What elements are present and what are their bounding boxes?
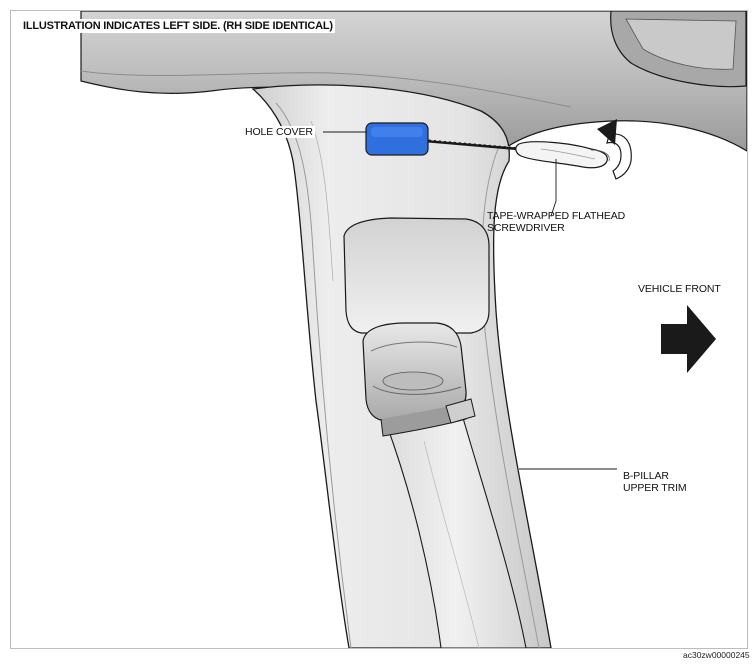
label-screwdriver: TAPE-WRAPPED FLATHEAD SCREWDRIVER (487, 210, 625, 234)
leader-lines (323, 131, 617, 470)
figure-code: ac30zw00000245 (683, 650, 750, 660)
arrow-right-icon (661, 305, 716, 373)
label-vehicle-front: VEHICLE FRONT (638, 283, 721, 295)
screwdriver-icon (427, 139, 610, 169)
illustration (80, 11, 747, 648)
illustration-caption: ILLUSTRATION INDICATES LEFT SIDE. (RH SI… (21, 19, 335, 33)
roof-headliner (80, 11, 747, 152)
belt-anchor (362, 322, 476, 437)
label-screwdriver-line1: TAPE-WRAPPED FLATHEAD (487, 210, 626, 222)
seat-belt-webbing (385, 410, 527, 648)
label-hole-cover: HOLE COVER (243, 126, 315, 138)
diagram-frame: ILLUSTRATION INDICATES LEFT SIDE. (RH SI… (10, 10, 748, 649)
label-b-pillar: B-PILLAR UPPER TRIM (623, 470, 687, 494)
label-b-pillar-line2: UPPER TRIM (623, 482, 687, 494)
rotation-arrow-icon (597, 119, 632, 180)
label-screwdriver-line2: SCREWDRIVER (487, 222, 565, 234)
label-b-pillar-line1: B-PILLAR (623, 470, 669, 482)
